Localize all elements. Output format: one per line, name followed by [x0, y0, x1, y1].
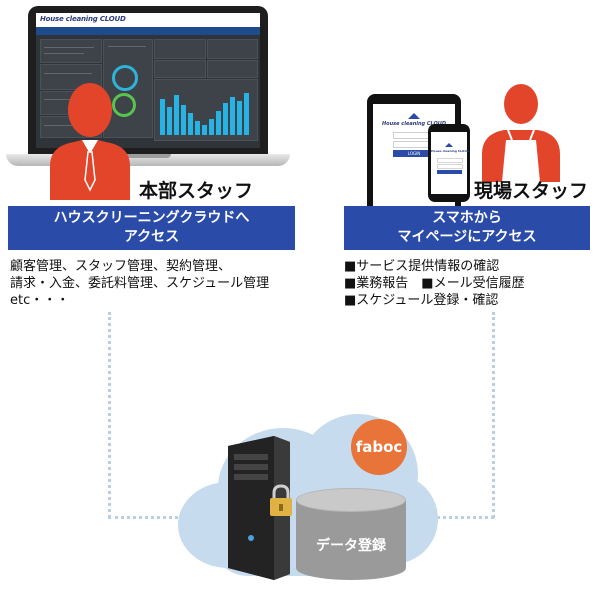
laptop-app-brand: House cleaning CLOUD [40, 15, 126, 23]
hq-box-line2: アクセス [123, 229, 180, 245]
database-label: データ登録 [316, 538, 386, 554]
field-access-box: スマホから マイページにアクセス [344, 206, 590, 250]
tablet-login-button[interactable]: LOGIN [393, 150, 435, 157]
person-icon [482, 84, 560, 182]
hq-access-box: ハウスクリーニングクラウドへ アクセス [8, 206, 295, 250]
field-item: ■スケジュール登録・確認 [344, 293, 499, 308]
gauge-ring [112, 65, 138, 91]
connector-line [492, 312, 495, 518]
connector-line [400, 516, 494, 519]
field-item: ■サービス提供情報の確認 [344, 259, 500, 274]
person-icon [50, 83, 130, 200]
field-item: ■業務報告 ■メール受信履歴 [344, 276, 525, 291]
phone-input[interactable] [437, 164, 463, 169]
hq-desc-line: etc・・・ [10, 293, 70, 308]
lock-icon [270, 484, 292, 516]
gauge-ring [112, 93, 136, 117]
phone-login-button[interactable] [437, 170, 462, 174]
house-logo-icon [408, 113, 420, 119]
connector-line [108, 516, 214, 519]
connector-line [108, 312, 111, 518]
server-icon [228, 436, 290, 580]
field-box-line1: スマホから [432, 210, 502, 226]
hq-staff-label: 本部スタッフ [139, 180, 254, 202]
field-staff-label: 現場スタッフ [474, 180, 589, 202]
house-logo-icon [445, 143, 453, 147]
dashboard-bars [160, 91, 252, 135]
field-box-line2: マイページにアクセス [397, 229, 537, 245]
hq-desc-line: 顧客管理、スタッフ管理、契約管理、 [10, 259, 232, 274]
phone-app-brand: House cleaning CLOUD [431, 149, 470, 153]
hq-desc: 顧客管理、スタッフ管理、契約管理、 請求・入金、委託料管理、スケジュール管理 e… [10, 258, 269, 309]
faboc-badge: faboc [351, 419, 407, 475]
phone-screen: House cleaning CLOUD [431, 132, 470, 194]
hq-box-line1: ハウスクリーニングクラウドへ [53, 210, 250, 226]
phone-input[interactable] [437, 158, 463, 163]
field-items: ■サービス提供情報の確認 ■業務報告 ■メール受信履歴 ■スケジュール登録・確認 [344, 258, 525, 309]
hq-desc-line: 請求・入金、委託料管理、スケジュール管理 [10, 276, 270, 291]
tablet-app-brand: House cleaning CLOUD [381, 121, 447, 127]
